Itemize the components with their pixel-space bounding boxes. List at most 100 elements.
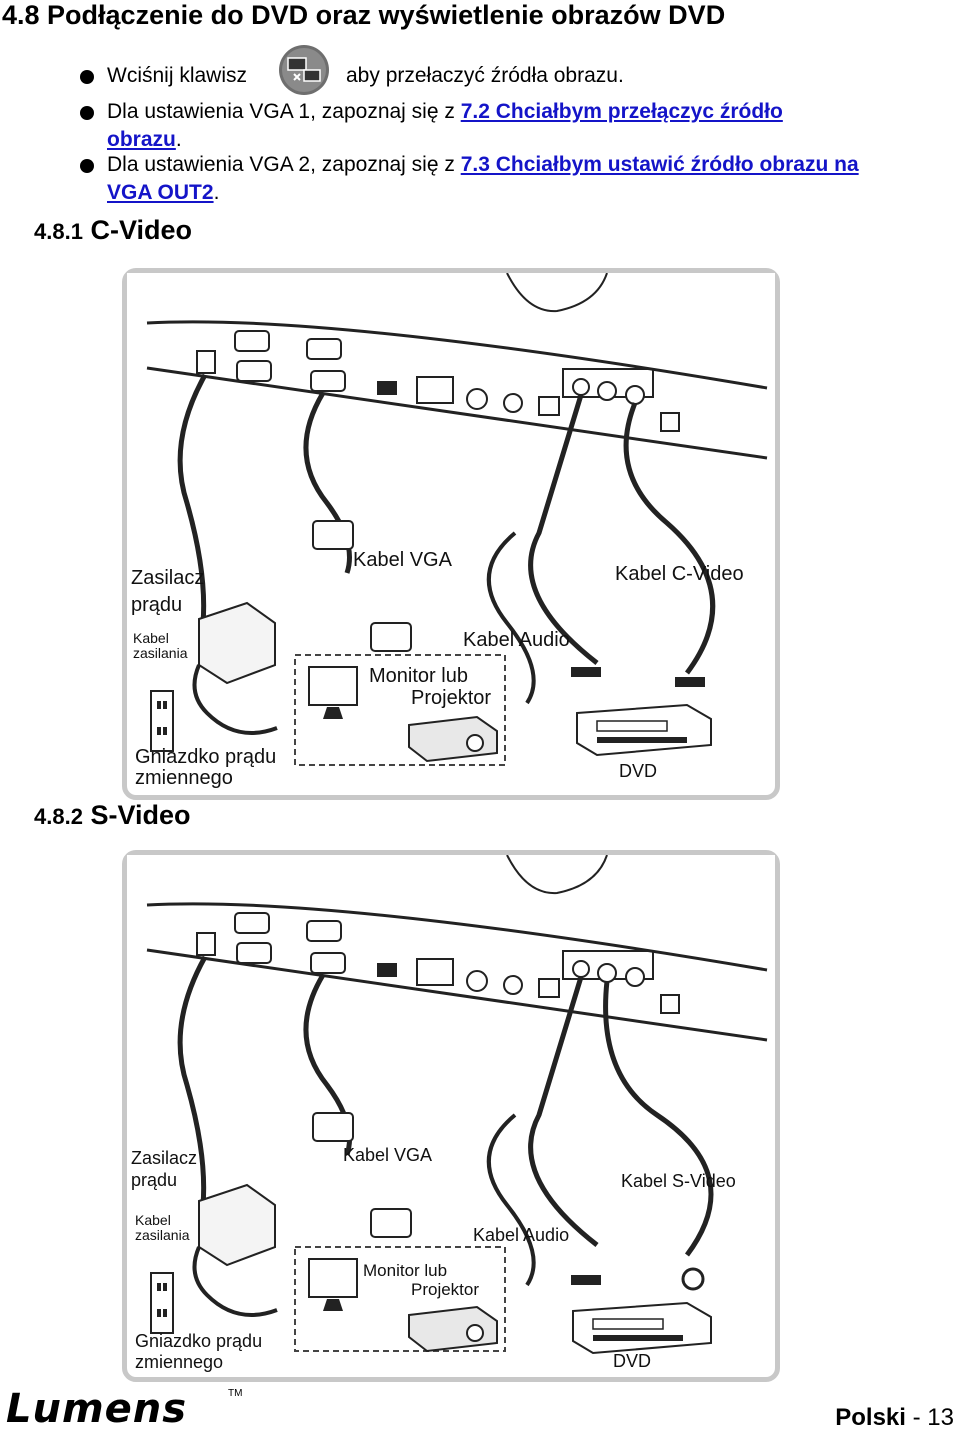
vga-out-1-port [306,920,342,942]
lumens-logo: Lumens [6,1386,188,1432]
power-cable-line [177,373,208,624]
bullet-dot [80,159,94,173]
extender-port [466,970,488,992]
rca-plug-audio [571,1275,601,1285]
dc-in-port [196,932,216,956]
audio-in-port [572,960,590,978]
dip-switch [416,376,454,404]
bullet-2-text: Dla ustawienia VGA 1, zapoznaj się z [107,100,461,123]
c-video-out-port [503,975,523,995]
power-adapter [198,1183,276,1267]
vga-out-1-port [306,338,342,360]
ac-outlet [150,1272,174,1334]
vga-connector-bottom [370,1208,412,1238]
device-rear-panel [127,273,775,463]
footer-sep: - [912,1404,921,1431]
section-1-number: 4.8.1 [34,219,83,244]
dip-switch [416,958,454,986]
ethernet-port [538,978,560,998]
label-vga-cable: Kabel VGA [353,549,452,571]
section-1-title: C-Video [90,215,192,245]
usb-port [660,994,680,1014]
page-number: 13 [927,1404,954,1431]
s-video-plug [681,1267,705,1291]
bullet-1: Wciśnij klawisz [107,64,247,88]
link-7-2-cont[interactable]: obrazu [107,128,176,151]
link-7-3-cont[interactable]: VGA OUT2 [107,181,214,204]
dc-in-port [196,350,216,374]
ethernet-port [538,396,560,416]
power-adapter [198,601,276,685]
s-video-port [597,381,617,401]
label-dvd: DVD [613,1351,652,1371]
vga-in-1-port [234,330,270,352]
vga-in-2-port [236,360,272,382]
hdmi-port [377,963,397,977]
power-cable-line [177,955,208,1206]
c-video-in-port [625,385,645,405]
label-video-cable: Kabel S-Video [621,1171,736,1191]
vga-connector-top [312,520,354,550]
audio-in-port [572,378,590,396]
c-video-out-port [503,393,523,413]
device-rear-panel [127,855,775,1045]
vga-connector-bottom [370,622,412,652]
vga-cable-line [303,391,352,574]
label-audio-cable: Kabel Audio [463,629,570,651]
link-7-3[interactable]: 7.3 Chciałbym ustawić źródło obrazu na [460,153,859,176]
video-cable-line [603,980,714,1257]
page-heading: 4.8 Podłączenie do DVD oraz wyświetlenie… [2,0,726,30]
vga-connector-top [312,1112,354,1142]
label-audio-cable: Kabel Audio [473,1225,570,1245]
usb-port [660,412,680,432]
vga-in-2-port [236,942,272,964]
section-1-heading: 4.8.1 C-Video [34,215,192,246]
source-key-icon [278,44,330,96]
s-video-port [597,963,617,983]
ac-outlet [150,690,174,752]
bullet-2-end: . [175,128,182,151]
label-video-cable: Kabel C-Video [615,563,744,585]
extender-port [466,388,488,410]
section-2-number: 4.8.2 [34,804,83,829]
bullet-1-text-pre: Wciśnij klawisz [107,64,248,87]
audio-cable-line [528,394,599,665]
vga-in-1-port [234,912,270,934]
bullet-2-cont: obrazu. [107,128,182,152]
monitor-icon [308,1258,358,1298]
section-2-heading: 4.8.2 S-Video [34,800,190,831]
bullet-3-end: . [213,181,220,204]
trademark: TM [228,1388,243,1399]
audio-cable-line [528,976,599,1247]
link-7-2[interactable]: 7.2 Chciałbym przełączyc źródło [460,100,783,123]
bullet-3-text: Dla ustawienia VGA 2, zapoznaj się z [107,153,461,176]
label-dvd: DVD [619,761,658,781]
projector-icon [408,715,498,763]
page-footer: Polski - 13 [835,1404,954,1432]
video-cable-line [623,402,716,675]
bullet-2: Dla ustawienia VGA 1, zapoznaj się z 7.2… [107,100,783,124]
footer-language: Polski [835,1404,906,1431]
projector-icon [408,1305,498,1353]
vga-out-2-port [310,952,346,974]
bullet-1-text-post: aby przełaczyć źródła obrazu. [346,64,624,87]
section-2-title: S-Video [90,800,191,830]
hdmi-port [377,381,397,395]
rca-plug-audio [571,667,601,677]
monitor-icon [308,666,358,706]
bullet-dot [80,70,94,84]
bullet-3-cont: VGA OUT2. [107,181,219,205]
bullet-dot [80,106,94,120]
c-video-in-port [625,967,645,987]
bullet-3: Dla ustawienia VGA 2, zapoznaj się z 7.3… [107,153,859,177]
rca-plug-video [675,677,705,687]
